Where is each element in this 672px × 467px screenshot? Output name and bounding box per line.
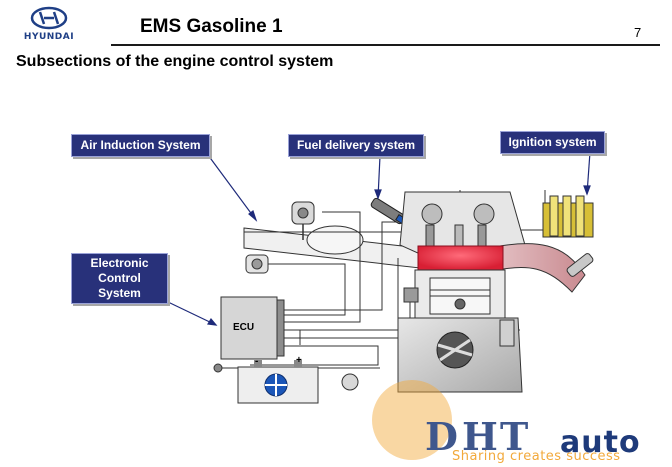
- svg-text:H: H: [462, 414, 498, 459]
- ignition-coils: [542, 195, 594, 238]
- ecs-label-line-1: Electronic: [90, 256, 149, 270]
- crank-sensor: [499, 319, 515, 347]
- svg-text:D: D: [425, 414, 458, 459]
- ecs-label-line-2: Control: [98, 271, 141, 285]
- ecu-unit: [220, 296, 285, 360]
- air-induction-system-label: Air Induction System: [71, 134, 210, 157]
- header-divider: [111, 44, 660, 46]
- battery-plus-label: +: [296, 355, 302, 366]
- engine-block: [397, 317, 523, 393]
- page-number: 7: [634, 25, 642, 40]
- starter-relay: [341, 373, 359, 391]
- ignition-system-label: Ignition system: [500, 131, 605, 154]
- ground-terminal: [213, 363, 223, 373]
- combustion-chamber: [417, 245, 504, 271]
- section-subtitle: Subsections of the engine control system: [16, 53, 334, 70]
- fuel-delivery-system-label: Fuel delivery system: [288, 134, 424, 157]
- exhaust-manifold: [479, 243, 594, 293]
- battery-minus-label: -: [255, 356, 259, 367]
- piston: [414, 269, 506, 319]
- ecu-label: ECU: [233, 322, 255, 333]
- watermark-tagline: Sharing creates success: [452, 449, 621, 464]
- hyundai-logo: HYUNDAI: [14, 6, 84, 42]
- cylinder-head: [399, 191, 526, 263]
- electronic-control-system-label: Electronic Control System: [71, 253, 168, 304]
- throttle-sensor: [245, 254, 269, 274]
- air-intake-duct: [243, 225, 421, 269]
- svg-text:T: T: [500, 414, 528, 459]
- page-title: EMS Gasoline 1: [140, 16, 283, 37]
- ecs-label-line-3: System: [98, 286, 141, 300]
- pointer-arrows: [167, 151, 591, 326]
- watermark-brand: auto: [560, 425, 641, 460]
- battery: [237, 360, 319, 404]
- knock-sensor: [403, 287, 419, 303]
- air-flow-sensor: [291, 201, 315, 240]
- watermark-graphic: D H T: [372, 380, 528, 460]
- logo-brand-text: HYUNDAI: [23, 32, 75, 42]
